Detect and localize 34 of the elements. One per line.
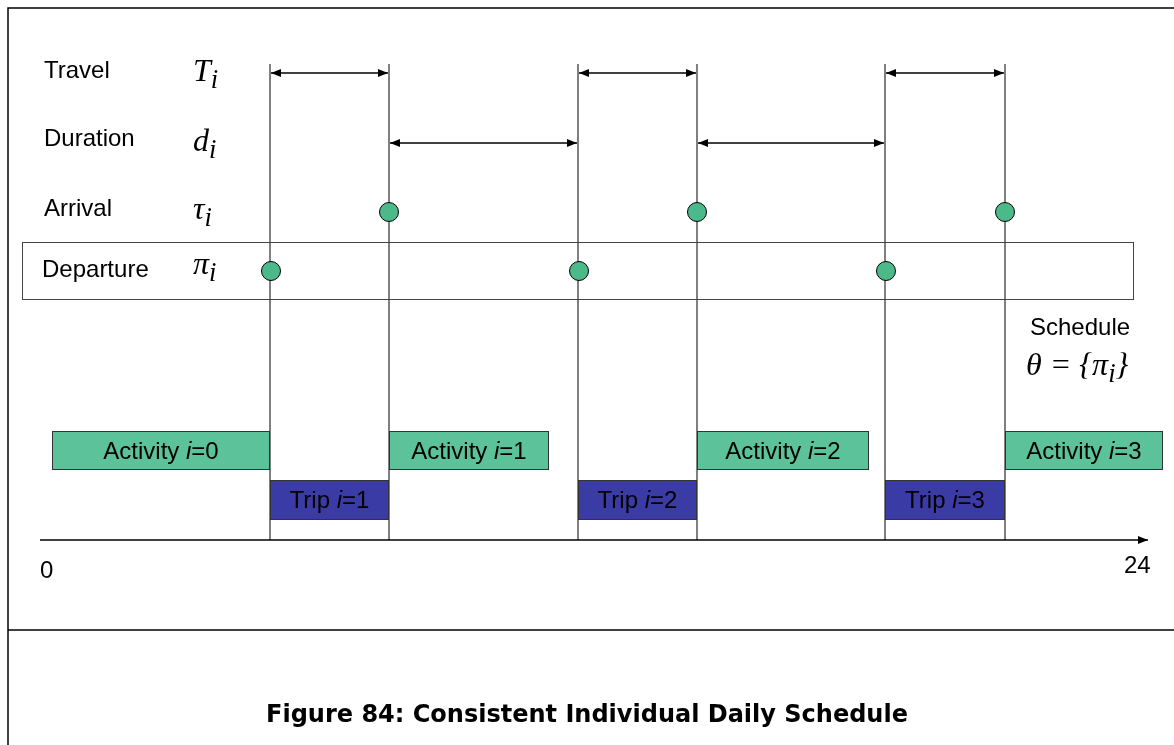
math-symbol: π$_{i}$: [193, 245, 217, 289]
activity-bar: [389, 431, 549, 470]
row-label: Arrival: [44, 194, 112, 222]
bar-label: Trip i=3: [905, 486, 985, 514]
departure-band: [22, 242, 1134, 300]
bar-label: Activity i=0: [103, 436, 219, 465]
trip-bar: [578, 480, 697, 520]
schedule-label: Schedule: [1030, 313, 1131, 341]
departure-dot: [569, 261, 589, 281]
schedule-formula: θ = {π$_{i}$}: [1026, 346, 1129, 390]
bar-label: Trip i=2: [597, 486, 678, 514]
bar-label: Activity i=3: [1026, 436, 1142, 465]
activity-bar: [697, 431, 869, 470]
bar-label: Activity i=1: [411, 436, 527, 465]
activity-bar: [1005, 431, 1163, 470]
figure-caption: Figure 84: Consistent Individual Daily Schedule: [266, 700, 908, 728]
axis-tick-label: 0: [40, 556, 54, 584]
departure-dot: [261, 261, 281, 281]
activity-bar: [52, 431, 270, 470]
arrival-dot: [687, 202, 707, 222]
bar-label: Trip i=1: [289, 486, 370, 514]
math-symbol: d$_{i}$: [193, 122, 217, 166]
band-label: Departure: [42, 255, 149, 283]
departure-dot: [876, 261, 896, 281]
axis-tick-label: 24: [1124, 551, 1151, 579]
math-symbol: τ$_{i}$: [193, 190, 212, 234]
row-label: Duration: [44, 124, 135, 152]
arrival-dot: [995, 202, 1015, 222]
trip-bar: [270, 480, 389, 520]
trip-bar: [885, 480, 1005, 520]
row-label: Travel: [44, 56, 110, 84]
arrival-dot: [379, 202, 399, 222]
math-symbol: T$_{i}$: [193, 52, 219, 96]
bar-label: Activity i=2: [725, 436, 841, 465]
